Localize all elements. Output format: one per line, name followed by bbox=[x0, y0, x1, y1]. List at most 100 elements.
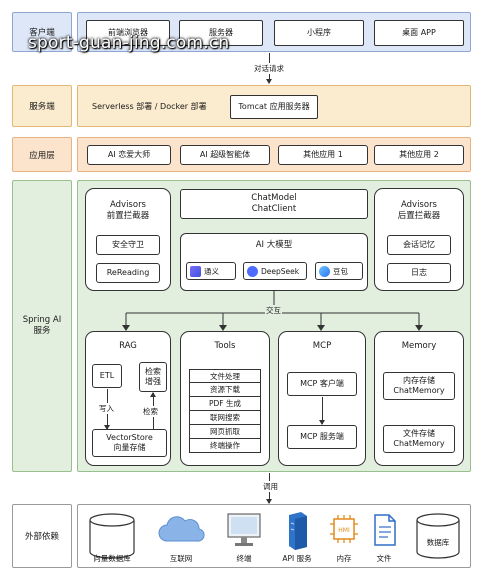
tool-web-search: 联网搜索 bbox=[189, 411, 261, 425]
file-store-box: 文件存储 ChatMemory bbox=[383, 425, 455, 453]
ext-memory: HMI 内存 bbox=[314, 511, 374, 563]
tool-pdf-generate: PDF 生成 bbox=[189, 397, 261, 411]
advisor-item-label: 日志 bbox=[411, 268, 427, 277]
tool-item-label: 文件处理 bbox=[210, 371, 240, 381]
client-layer-label: 客户端 bbox=[12, 12, 72, 52]
client-item-label: 服务器 bbox=[209, 28, 233, 37]
chatmodel-label: ChatModel ChatClient bbox=[251, 193, 297, 214]
tool-item-label: 终端操作 bbox=[210, 441, 240, 450]
external-layer-text: 外部依赖 bbox=[24, 532, 59, 542]
ext-vector-db: 向量数据库 bbox=[82, 511, 142, 563]
vectorstore-label: VectorStore 向量存储 bbox=[106, 433, 153, 452]
tool-item-label: 网页抓取 bbox=[210, 427, 240, 436]
memory-store-box: 内存存储 ChatMemory bbox=[383, 372, 455, 400]
arrow-label-call: 调用 bbox=[262, 481, 279, 492]
tools-panel: Tools 文件处理 资源下载 PDF 生成 联网搜索 网页抓取 终端操作 bbox=[180, 331, 270, 466]
ext-label: 互联网 bbox=[169, 554, 193, 563]
mcp-panel: MCP MCP 客户端 MCP 服务端 bbox=[278, 331, 366, 466]
tool-terminal: 终端操作 bbox=[189, 439, 261, 453]
server-layer-label: 服务端 bbox=[12, 85, 72, 127]
ext-label: 文件 bbox=[376, 554, 392, 563]
ext-api-service: API 服务 bbox=[267, 511, 327, 563]
advisors-post-panel: Advisors 后置拦截器 会话记忆 日志 bbox=[374, 188, 464, 291]
database-icon bbox=[89, 513, 135, 559]
mcp-arrow bbox=[319, 397, 325, 425]
tool-item-label: 联网搜索 bbox=[210, 413, 240, 422]
ext-file: 文件 bbox=[354, 511, 414, 563]
monitor-icon bbox=[227, 513, 261, 546]
advisors-pre-panel: Advisors 前置拦截器 安全守卫 ReReading bbox=[85, 188, 171, 291]
enhance-label: 检索 增强 bbox=[145, 367, 161, 386]
ext-label: 终端 bbox=[236, 554, 252, 563]
model-chip-label: 豆包 bbox=[333, 266, 348, 276]
ext-label: 向量数据库 bbox=[93, 554, 131, 563]
security-guard-box: 安全守卫 bbox=[96, 235, 160, 255]
client-item-desktop-app: 桌面 APP bbox=[374, 20, 464, 46]
tomcat-label: Tomcat 应用服务器 bbox=[238, 102, 310, 111]
document-icon bbox=[374, 514, 396, 546]
mcp-server-box: MCP 服务端 bbox=[287, 425, 357, 449]
client-item-label: 前端浏览器 bbox=[108, 28, 148, 37]
server-deploy-text: Serverless 部署 / Docker 部署 bbox=[92, 102, 207, 111]
model-chip-tongyi: 通义 bbox=[186, 262, 236, 280]
interaction-connector bbox=[122, 291, 423, 331]
server-layer-body: Serverless 部署 / Docker 部署 Tomcat 应用服务器 bbox=[77, 85, 471, 127]
mcp-server-label: MCP 服务端 bbox=[300, 432, 344, 441]
cloud-icon bbox=[158, 516, 205, 542]
session-memory-box: 会话记忆 bbox=[387, 235, 451, 255]
app-item-love-master: AI 恋爱大师 bbox=[87, 145, 171, 165]
client-layer-text: 客户端 bbox=[29, 28, 55, 38]
tool-item-label: 资源下载 bbox=[210, 385, 240, 394]
client-item-browser: 前端浏览器 bbox=[86, 20, 170, 46]
model-chip-deepseek: DeepSeek bbox=[243, 262, 307, 280]
model-chip-label: DeepSeek bbox=[261, 266, 300, 276]
memory-panel: Memory 内存存储 ChatMemory 文件存储 ChatMemory bbox=[374, 331, 464, 466]
client-item-label: 小程序 bbox=[307, 28, 331, 37]
rag-title: RAG bbox=[119, 341, 137, 351]
file-store-label: 文件存储 ChatMemory bbox=[393, 429, 445, 448]
memory-store-label: 内存存储 ChatMemory bbox=[393, 376, 445, 395]
app-layer-label: 应用层 bbox=[12, 137, 72, 172]
app-item-label: 其他应用 2 bbox=[399, 150, 439, 159]
client-item-miniprogram: 小程序 bbox=[274, 20, 364, 46]
app-item-other-1: 其他应用 1 bbox=[278, 145, 368, 165]
deepseek-icon bbox=[247, 265, 258, 277]
app-layer-text: 应用层 bbox=[29, 150, 55, 161]
tongyi-icon bbox=[190, 265, 201, 277]
ext-terminal: 终端 bbox=[214, 511, 274, 563]
advisors-post-title: Advisors 后置拦截器 bbox=[397, 200, 441, 221]
mcp-client-box: MCP 客户端 bbox=[287, 372, 357, 396]
ext-label: API 服务 bbox=[282, 554, 312, 563]
model-chip-label: 通义 bbox=[204, 266, 219, 276]
vectorstore-box: VectorStore 向量存储 bbox=[92, 429, 167, 457]
write-label: 写入 bbox=[99, 403, 114, 414]
tool-resource-download: 资源下载 bbox=[189, 383, 261, 397]
hmi-text: HMI bbox=[338, 527, 350, 534]
model-chip-doubao: 豆包 bbox=[315, 262, 363, 280]
client-item-server: 服务器 bbox=[179, 20, 263, 46]
tomcat-server-box: Tomcat 应用服务器 bbox=[230, 95, 318, 119]
external-layer-body: 向量数据库 互联网 终端 API 服务 bbox=[77, 504, 471, 568]
rereading-box: ReReading bbox=[96, 263, 160, 283]
app-item-other-2: 其他应用 2 bbox=[374, 145, 464, 165]
ext-internet: 互联网 bbox=[151, 511, 211, 563]
ext-label: 数据库 bbox=[426, 538, 450, 547]
etl-label: ETL bbox=[99, 371, 115, 380]
watermark: sport-guan-jing.com.cn bbox=[28, 33, 230, 53]
server-layer-text: 服务端 bbox=[29, 102, 55, 112]
ai-model-panel: AI 大模型 通义 DeepSeek 豆包 bbox=[180, 233, 368, 291]
database-icon bbox=[416, 513, 460, 559]
chatmodel-box: ChatModel ChatClient bbox=[180, 189, 368, 219]
advisor-item-label: ReReading bbox=[106, 268, 150, 277]
client-layer-body: 前端浏览器 服务器 小程序 桌面 APP bbox=[77, 12, 471, 52]
retrieve-label: 检索 bbox=[143, 406, 158, 417]
arrow-label-dialog: 对话请求 bbox=[253, 63, 285, 74]
ext-database: 数据库 bbox=[408, 511, 468, 563]
spring-layer-body: Advisors 前置拦截器 安全守卫 ReReading ChatModel … bbox=[77, 180, 471, 472]
ai-model-title: AI 大模型 bbox=[255, 240, 293, 250]
memory-title: Memory bbox=[401, 341, 437, 351]
tools-title: Tools bbox=[214, 341, 236, 351]
tool-item-label: PDF 生成 bbox=[209, 399, 241, 408]
advisors-pre-title: Advisors 前置拦截器 bbox=[106, 200, 150, 221]
tool-file-processing: 文件处理 bbox=[189, 369, 261, 383]
